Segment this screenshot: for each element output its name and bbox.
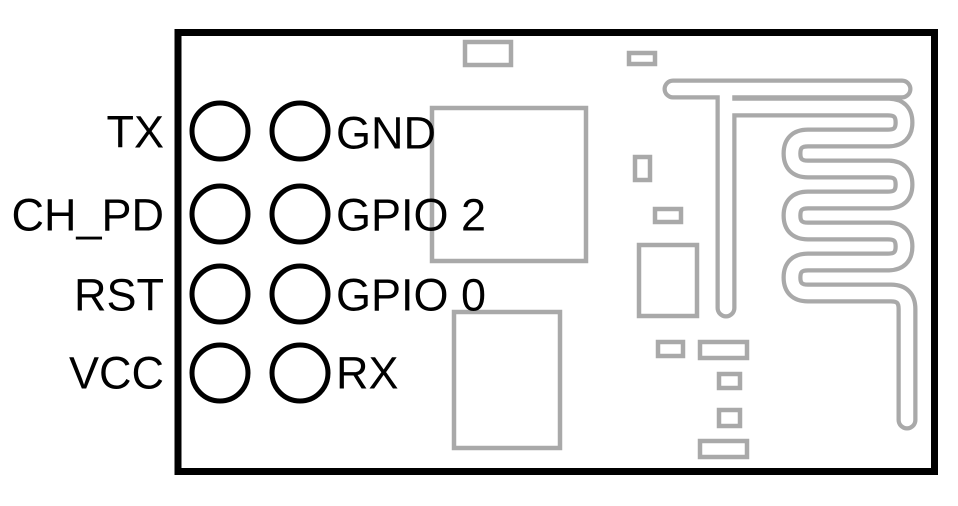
pcb-antenna-trace bbox=[662, 78, 918, 431]
pin-label-rx: RX bbox=[336, 347, 399, 399]
pin-label-rst: RST bbox=[74, 269, 164, 321]
smd-component bbox=[716, 371, 743, 391]
pin-label-gpio0: GPIO 0 bbox=[336, 269, 487, 321]
pin-hole-vcc bbox=[189, 342, 251, 404]
pin-hole-rx bbox=[269, 342, 331, 404]
pin-hole-tx bbox=[189, 100, 251, 162]
smd-component bbox=[632, 154, 653, 183]
chip-outline-small bbox=[451, 309, 563, 451]
pin-hole-gnd bbox=[269, 100, 331, 162]
smd-component bbox=[655, 339, 686, 359]
pin-hole-rst bbox=[189, 263, 251, 325]
smd-component-tall bbox=[636, 242, 700, 319]
smd-component bbox=[697, 438, 750, 460]
pin-hole-ch-pd bbox=[189, 183, 251, 245]
antenna-inner-fill bbox=[666, 82, 914, 427]
pin-label-ch-pd: CH_PD bbox=[11, 189, 164, 241]
pin-label-vcc: VCC bbox=[68, 347, 164, 399]
chip-outline-large bbox=[429, 105, 589, 264]
pin-label-tx: TX bbox=[106, 106, 164, 158]
pin-label-gnd: GND bbox=[336, 107, 436, 159]
smd-component bbox=[462, 39, 514, 68]
smd-components bbox=[429, 39, 750, 460]
pin-label-gpio2: GPIO 2 bbox=[336, 189, 487, 241]
pin-hole-gpio2 bbox=[269, 183, 331, 245]
smd-component bbox=[652, 206, 684, 225]
pin-hole-gpio0 bbox=[269, 263, 331, 325]
pin-holes bbox=[189, 100, 331, 404]
smd-component bbox=[716, 407, 743, 429]
smd-component bbox=[626, 50, 658, 67]
board-outline bbox=[174, 29, 938, 475]
smd-component bbox=[697, 339, 750, 361]
